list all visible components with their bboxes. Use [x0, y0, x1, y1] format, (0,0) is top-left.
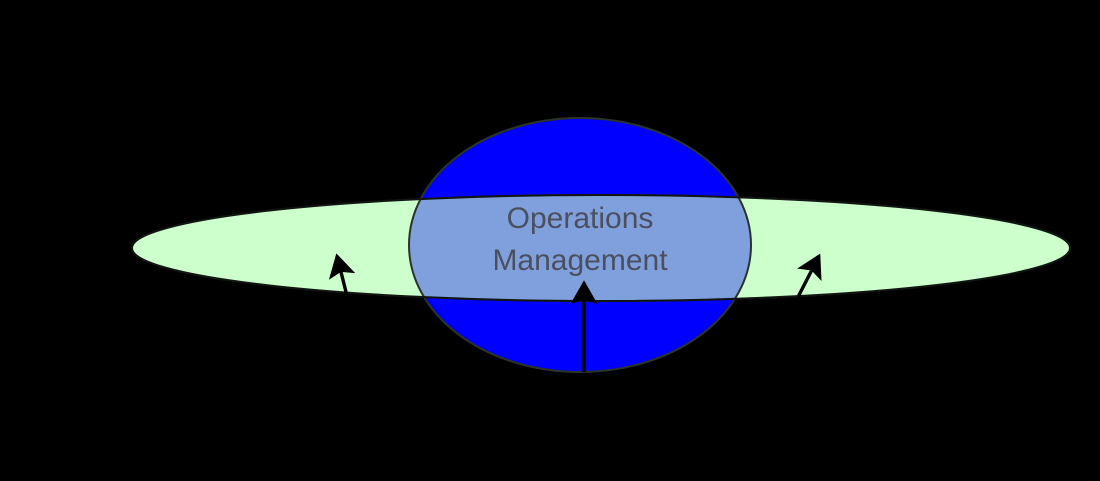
right-arrow[interactable] — [796, 253, 822, 298]
blue-ellipse-outline — [408, 117, 752, 373]
left-arrow[interactable] — [328, 253, 356, 301]
green-ellipse-outline — [131, 194, 1071, 302]
center-label-line1: Operations — [507, 202, 654, 235]
center-label-line2: Management — [492, 244, 668, 277]
